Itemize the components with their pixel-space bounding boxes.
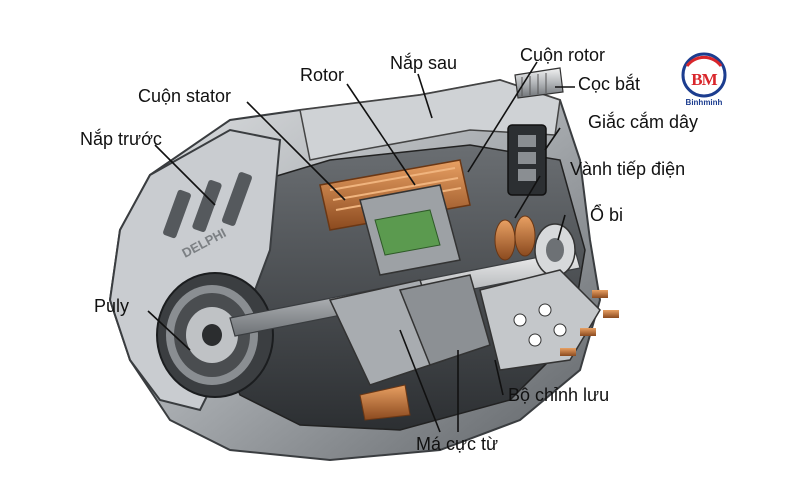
label-connector: Giắc cắm dây: [588, 112, 699, 132]
label-claw-poles: Má cực từ: [416, 434, 499, 454]
logo-badge-icon: [681, 52, 727, 98]
label-rotor: Rotor: [300, 65, 345, 85]
front-cover: DELPHI: [108, 128, 282, 412]
label-terminal-bolt: Cọc bắt: [578, 74, 641, 94]
leader-lines: [147, 61, 575, 433]
connector: [507, 124, 547, 196]
label-pulley: Puly: [94, 296, 130, 316]
bearing: [534, 223, 576, 277]
label-rotor-winding: Cuộn rotor: [520, 45, 606, 65]
label-rear-cover: Nắp sau: [390, 53, 458, 73]
logo-mark: BM: [691, 70, 717, 89]
logo-name: Binhminh: [685, 98, 723, 107]
label-slip-rings: Vành tiếp điện: [570, 159, 686, 179]
terminal-bolt: [514, 67, 564, 99]
rectifier: [479, 269, 619, 371]
label-front-cover: Nắp trước: [80, 129, 162, 149]
pulley: [156, 272, 274, 398]
claw-poles: [328, 274, 491, 421]
label-bearing: Ổ bi: [590, 205, 624, 225]
rotor-core: [359, 184, 461, 276]
label-rectifier: Bộ chỉnh lưu: [508, 385, 610, 405]
slip-rings: [494, 215, 536, 261]
brand-logo: BM Binhminh: [681, 52, 727, 112]
label-stator-winding: Cuộn stator: [138, 86, 232, 106]
